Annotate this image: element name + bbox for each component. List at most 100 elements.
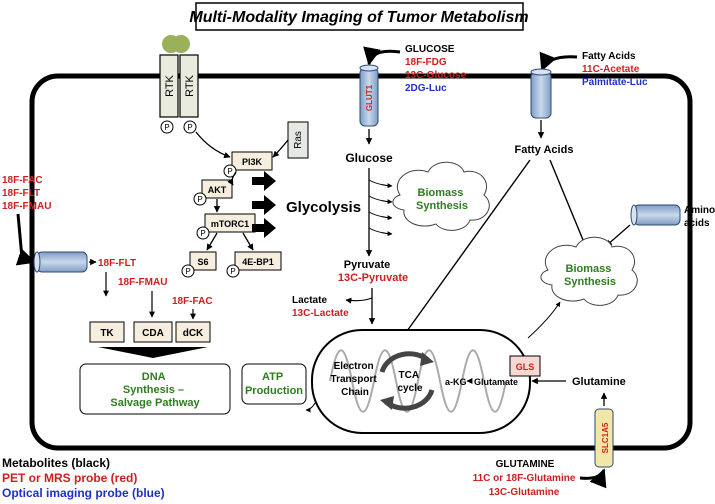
arrow-fatty-to-biomass (549, 159, 589, 253)
branch-arrow-3 (368, 211, 393, 221)
dck-label: dCK (183, 328, 204, 339)
glutamine-probe-13c: 13C-Glutamine (489, 487, 560, 498)
rtk-left (159, 54, 179, 118)
rtk-right-label: RTK (184, 74, 196, 96)
phospho-rtk-right (183, 120, 197, 134)
dna-line1: DNA (142, 371, 166, 383)
arrow-amino-to-biomass (605, 224, 631, 247)
fatty-probe-palmitate: Palmitate-Luc (582, 77, 648, 88)
big-arrow-top (252, 171, 276, 191)
nuc-inner-fmau: 18F-FMAU (118, 277, 167, 288)
phospho-4ebp1-label: P (230, 267, 235, 276)
akg-label: a-KG (445, 377, 467, 387)
phospho-s6-label: P (185, 267, 190, 276)
glut1-label: GLUT1 (365, 84, 374, 111)
gls-label: GLS (516, 362, 535, 372)
ras-label: Ras (293, 131, 304, 149)
fatty-probe-acetate: 11C-Acetate (582, 64, 640, 75)
fatty-transporter (530, 71, 552, 119)
phospho-pi3k-label: P (227, 167, 232, 176)
amino-transporter (633, 204, 681, 226)
4ebp1-label: 4E-BP1 (242, 257, 274, 267)
dna-line2: Synthesis – (123, 384, 184, 396)
amino-label-line2: acids (684, 218, 710, 229)
phospho-rtk-left (160, 120, 174, 134)
phospho-mtorc1 (196, 226, 210, 240)
biomass-right-line2: Synthesis (564, 276, 616, 288)
arrow-mtorc1-to-4ebp1 (242, 232, 254, 251)
amino-label: Amino acids (684, 205, 715, 229)
nuc-entry-arrow (15, 213, 36, 266)
pi3k-label: PI3K (242, 157, 263, 167)
biomass-cloud-right (540, 236, 638, 306)
phospho-rtk-right-label: P (187, 123, 192, 132)
arrow-mtorc1-to-s6 (206, 232, 218, 251)
atp-line1: ATP (262, 371, 283, 383)
pyruvate-label: Pyruvate (344, 259, 390, 271)
fatty-transporter-cap (530, 68, 552, 76)
glucose-entry-arrow (363, 46, 401, 66)
glutamate-label: Glutamate (474, 377, 518, 387)
legend-metabolites: Metabolites (black) (2, 456, 110, 470)
glucose-label: Glucose (345, 151, 393, 165)
arrow-rtk-to-pi3k (195, 131, 231, 159)
atp-label: ATP Production (245, 371, 303, 397)
branch-arrow-2 (368, 195, 393, 205)
big-arrow-bottom (252, 218, 276, 238)
biomass-right-label: Biomass Synthesis (564, 263, 616, 288)
cda-box (133, 321, 173, 343)
branch-arrows-to-biomass (368, 179, 393, 237)
glutamine-probe-11c: 11C or 18F-Glutamine (473, 473, 576, 484)
akt-label: AKT (208, 185, 227, 195)
etc-line3: Chain (341, 387, 369, 398)
arrow-ras-to-pi3k (272, 139, 289, 158)
pyruvate-probe: 13C-Pyruvate (338, 272, 408, 284)
nucleoside-arrows (103, 272, 196, 320)
glycolysis-arrows (252, 171, 276, 238)
amino-transporter-cap (630, 204, 638, 226)
nuc-inner-fac: 18F-FAC (172, 296, 213, 307)
tk-label: TK (100, 328, 114, 339)
arrow-pi3k-to-akt (227, 171, 237, 186)
etc-line2: Transport (331, 374, 378, 385)
fatty-header: Fatty Acids (582, 51, 636, 62)
arrow-fatty-to-mito (401, 159, 531, 339)
tca-line1: TCA (399, 370, 419, 381)
arrow-gls-to-biomass (527, 301, 561, 339)
diagram-title: Multi-Modality Imaging of Tumor Metaboli… (189, 9, 528, 26)
rtk-left-label: RTK (164, 74, 176, 96)
akt-box (201, 179, 233, 199)
nuc-probe-fmau: 18F-FMAU (2, 201, 51, 212)
mito-cristae (329, 349, 507, 413)
tk-box (89, 321, 125, 343)
glucose-probe-13c: 13C-Glucose (405, 70, 467, 81)
glucose-probe-fdg: 18F-FDG (405, 57, 447, 68)
big-arrow-to-dna (98, 347, 208, 358)
dna-synthesis-box (79, 363, 231, 415)
mtorc1-box (204, 213, 256, 233)
phospho-s6 (181, 264, 195, 278)
slc1a5-transporter (594, 408, 614, 468)
title-box (195, 2, 524, 31)
branch-arrow-4 (368, 227, 393, 237)
4ebp1-box (234, 251, 282, 271)
glutamine-entry-arrow (579, 468, 607, 489)
big-arrow-middle (252, 195, 276, 215)
rtk-right (179, 54, 199, 118)
biomass-left-line1: Biomass (418, 187, 464, 199)
nuc-probe-flt: 18F-FLT (2, 188, 40, 199)
phospho-mtorc1-label: P (200, 229, 205, 238)
cda-label: CDA (142, 328, 164, 339)
branch-arrow-1 (368, 179, 393, 189)
tca-label: TCA cycle (397, 370, 422, 394)
phospho-4ebp1 (226, 264, 240, 278)
nucleoside-transporter-cap (33, 251, 41, 273)
arrow-pyruvate-to-lactate (345, 297, 373, 304)
phospho-akt (193, 192, 207, 206)
mtorc1-label: mTORC1 (211, 219, 249, 229)
biomass-left-line2: Synthesis (416, 200, 468, 212)
nucleoside-transporter (36, 251, 88, 273)
glucose-probe-2dg: 2DG-Luc (405, 83, 447, 94)
